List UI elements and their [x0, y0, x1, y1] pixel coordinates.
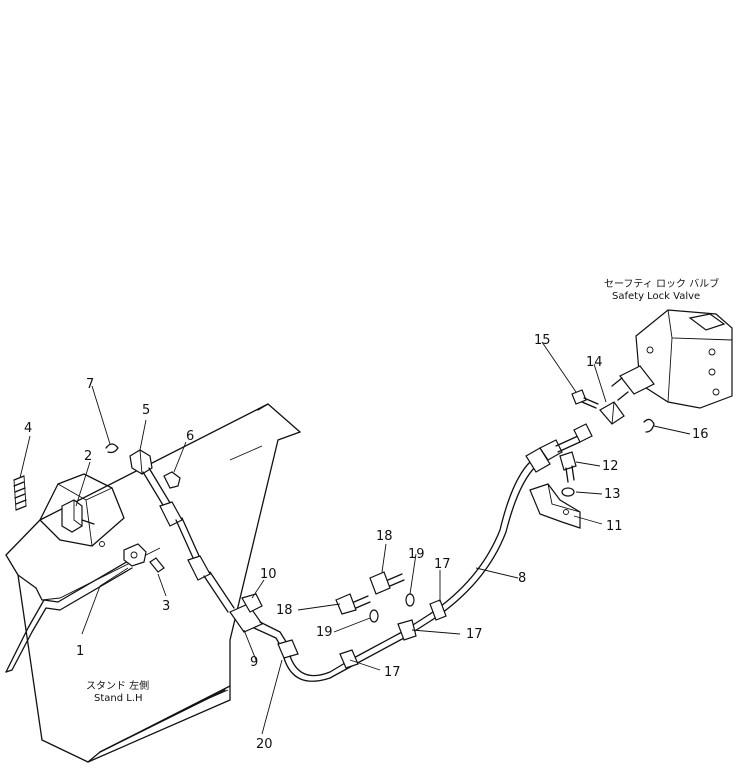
callout-2: 2	[84, 449, 92, 464]
callout-6: 6	[186, 429, 194, 444]
callout-1: 1	[76, 644, 84, 659]
callout-14: 14	[586, 355, 603, 370]
safety-lock-valve	[611, 309, 733, 409]
callout-18a: 18	[376, 529, 393, 544]
callout-4: 4	[24, 421, 32, 436]
callout-9: 9	[250, 655, 258, 670]
callout-11: 11	[606, 519, 623, 534]
callout-18b: 18	[276, 603, 293, 618]
bolt-12	[559, 451, 577, 483]
rod-assembly	[142, 467, 235, 613]
callout-12: 12	[602, 459, 619, 474]
callout-3: 3	[162, 599, 170, 614]
clevis-5	[129, 449, 153, 475]
callout-19b: 19	[316, 625, 333, 640]
washer-19	[369, 593, 415, 623]
lock-lever	[5, 543, 147, 673]
callout-7: 7	[86, 377, 94, 392]
callout-17c: 17	[434, 557, 451, 572]
cotter-pin-16	[643, 418, 655, 433]
bolt-15	[571, 389, 599, 409]
cotter-pin-7	[105, 443, 119, 454]
callout-15: 15	[534, 333, 551, 348]
callout-17b: 17	[466, 627, 483, 642]
text-labels: セーフティ ロック バルブ Safety Lock Valve スタンド 左側 …	[86, 277, 719, 704]
callout-19a: 19	[408, 547, 425, 562]
stand-label-jp: スタンド 左側	[86, 679, 149, 692]
leader-lines	[19, 341, 691, 735]
stand-label-en: Stand L.H	[94, 693, 143, 704]
spring-4	[13, 475, 27, 511]
bolt-18	[335, 571, 405, 615]
stand-lh	[5, 403, 301, 763]
bracket-11	[529, 483, 581, 529]
pin-3	[149, 557, 165, 573]
callout-10: 10	[260, 567, 277, 582]
callout-13: 13	[604, 487, 621, 502]
callout-16: 16	[692, 427, 709, 442]
callout-17a: 17	[384, 665, 401, 680]
lever-14	[599, 401, 625, 425]
bracket-2	[61, 499, 95, 533]
valve-label-jp: セーフティ ロック バルブ	[604, 277, 719, 290]
callout-numbers: 1 2 3 4 5 6 7 8 9 10 11 12 13 14 15 16 1…	[24, 333, 709, 752]
control-cable-8	[229, 423, 593, 682]
callout-20: 20	[256, 737, 273, 752]
callout-8: 8	[518, 571, 526, 586]
valve-label-en: Safety Lock Valve	[612, 291, 700, 302]
washer-13	[561, 487, 575, 497]
pin-6	[163, 471, 181, 489]
callout-5: 5	[142, 403, 150, 418]
